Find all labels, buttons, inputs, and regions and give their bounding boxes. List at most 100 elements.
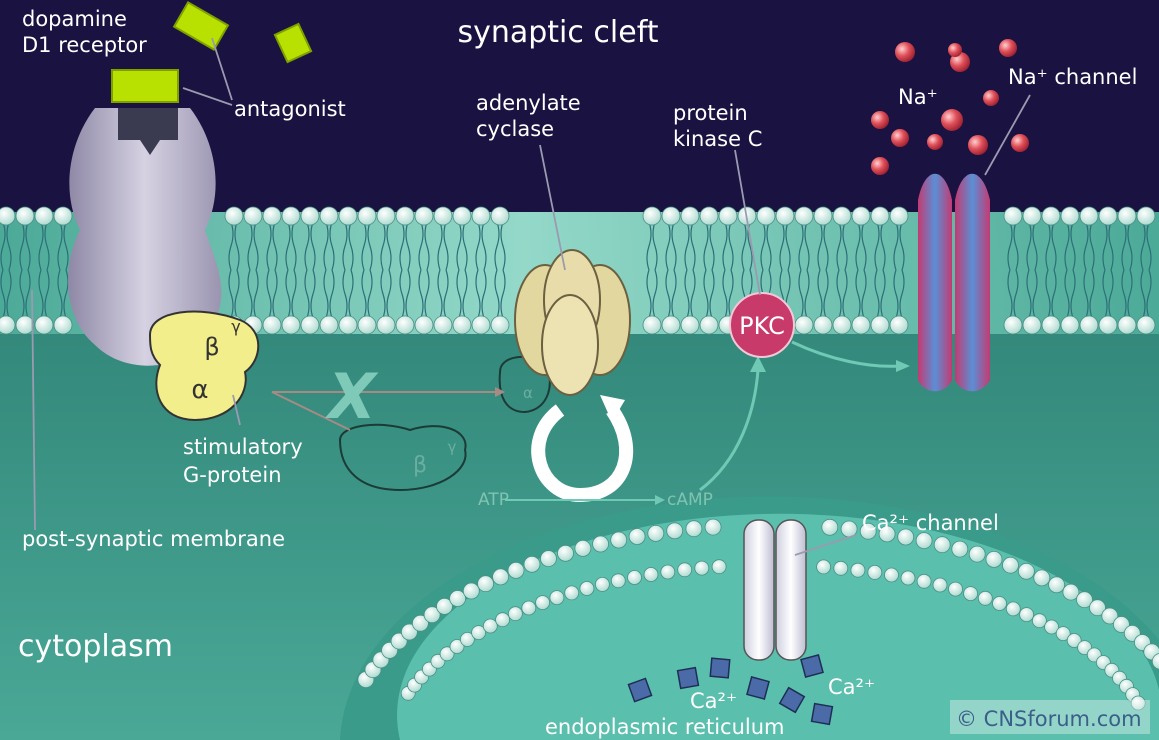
lipid-tail <box>842 221 848 271</box>
lipid-head <box>452 315 472 335</box>
lipid-head <box>243 206 263 226</box>
lipid-head <box>642 315 662 335</box>
lipid-tail <box>880 269 886 319</box>
er-lipid-head <box>660 564 676 580</box>
lipid-head <box>34 206 54 226</box>
adenylate-cyclase-label-line2: cyclase <box>476 117 554 141</box>
er-lipid-head <box>492 568 510 586</box>
sodium-ion <box>999 39 1017 57</box>
lipid-head <box>1022 206 1042 226</box>
lipid-head <box>376 206 396 226</box>
lipid-tail <box>475 221 481 271</box>
er-lipid-head <box>916 573 932 589</box>
er-lipid-head <box>1033 569 1051 587</box>
lipid-head <box>1136 206 1156 226</box>
lipid-tail <box>367 221 373 271</box>
dissociated-alpha-label: α <box>523 384 533 402</box>
lipid-tail <box>329 221 335 271</box>
pkc-enzyme <box>729 292 795 358</box>
lipid-tail <box>386 269 392 319</box>
er-lipid-head <box>992 596 1007 611</box>
lipid-tail <box>380 221 386 271</box>
na-channel-right-half <box>955 173 990 392</box>
er-lipid-head <box>523 555 541 573</box>
pkc-abbrev-label: PKC <box>739 312 785 340</box>
antagonist-bound <box>111 69 179 103</box>
lipid-tail <box>266 269 272 319</box>
lipid-tail <box>722 269 728 319</box>
er-lipid-head <box>915 532 933 549</box>
lipid-tail <box>1007 221 1013 271</box>
lipid-tail <box>1064 269 1070 319</box>
er-lipid-head <box>495 612 511 628</box>
lipid-tail <box>709 269 715 319</box>
lipid-head <box>53 206 73 226</box>
lipid-tail <box>323 269 329 319</box>
lipid-tail <box>652 221 658 271</box>
lipid-tail <box>424 269 430 319</box>
atp-camp-arrowhead <box>655 495 665 505</box>
lipid-head <box>718 206 738 226</box>
lipid-tail <box>1102 269 1108 319</box>
sodium-ion <box>1011 134 1029 152</box>
lipid-tail <box>722 221 728 271</box>
lipid-head <box>224 206 244 226</box>
er-lipid-head <box>557 544 574 562</box>
lipid-head <box>1098 206 1118 226</box>
lipid-tail <box>63 269 69 319</box>
lipid-tail <box>703 269 709 319</box>
lipid-head <box>813 315 833 335</box>
er-lipid-head <box>627 570 642 585</box>
er-lipid-head <box>400 623 418 641</box>
lipid-tail <box>646 221 652 271</box>
lipid-tail <box>437 269 443 319</box>
lipid-head <box>1003 315 1023 335</box>
lipid-head <box>338 315 358 335</box>
lipid-head <box>642 206 662 226</box>
er-lipid-head <box>677 562 693 578</box>
g-protein-label-line1: stimulatory <box>183 435 303 459</box>
er-lipid-head <box>647 525 665 542</box>
lipid-head <box>0 315 16 335</box>
lipid-tail <box>481 269 487 319</box>
lipid-tail <box>1140 221 1146 271</box>
sodium-ion <box>895 42 915 62</box>
lipid-tail <box>684 221 690 271</box>
lipid-head <box>357 206 377 226</box>
lipid-tail <box>880 221 886 271</box>
lipid-tail <box>44 269 50 319</box>
lipid-head <box>832 206 852 226</box>
lipid-tail <box>348 269 354 319</box>
lipid-tail <box>861 221 867 271</box>
er-lipid-head <box>985 551 1003 568</box>
lipid-tail <box>690 269 696 319</box>
lipid-tail <box>874 221 880 271</box>
er-lipid-head <box>968 545 986 563</box>
er-lipid-head <box>477 575 495 593</box>
antagonist-free-2 <box>273 22 313 64</box>
lipid-tail <box>1127 221 1133 271</box>
antagonist-free-1 <box>172 1 230 51</box>
lipid-tail <box>456 221 462 271</box>
sodium-ion <box>871 111 889 129</box>
pkc-to-channel-arrowhead <box>896 360 910 372</box>
camp-label: cAMP <box>667 490 713 510</box>
lipid-head <box>794 315 814 335</box>
lipid-tail <box>386 221 392 271</box>
lipid-head <box>262 315 282 335</box>
lipid-tail <box>399 221 405 271</box>
er-lipid-head <box>1032 613 1047 629</box>
lipid-tail <box>665 269 671 319</box>
calcium-ions <box>627 654 834 726</box>
lipid-tail <box>0 221 6 271</box>
er-lipid-head <box>704 518 722 536</box>
calcium-ion <box>800 654 824 678</box>
er-lipid-head <box>1062 583 1080 601</box>
lipid-tail <box>234 269 240 319</box>
sodium-ion <box>983 90 999 106</box>
er-lipid-head <box>643 567 659 582</box>
calcium-ion <box>709 657 731 679</box>
gamma-subunit-label: γ <box>231 317 240 336</box>
lipid-heads-inner <box>0 315 1156 335</box>
dissociated-alpha <box>498 355 551 414</box>
